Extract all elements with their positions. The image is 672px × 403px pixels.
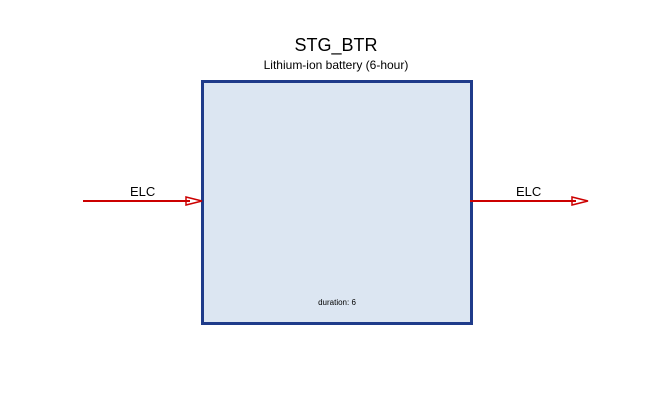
input-commodity-label: ELC xyxy=(130,184,156,199)
process-parameter: duration: 6 xyxy=(318,298,356,307)
process-description: Lithium-ion battery (6-hour) xyxy=(263,58,409,72)
output-commodity-label: ELC xyxy=(516,184,542,199)
input-flow-arrow xyxy=(83,196,203,206)
process-name: STG_BTR xyxy=(294,35,378,55)
output-flow-arrow xyxy=(470,196,589,206)
process-box: duration: 6 xyxy=(201,80,473,325)
